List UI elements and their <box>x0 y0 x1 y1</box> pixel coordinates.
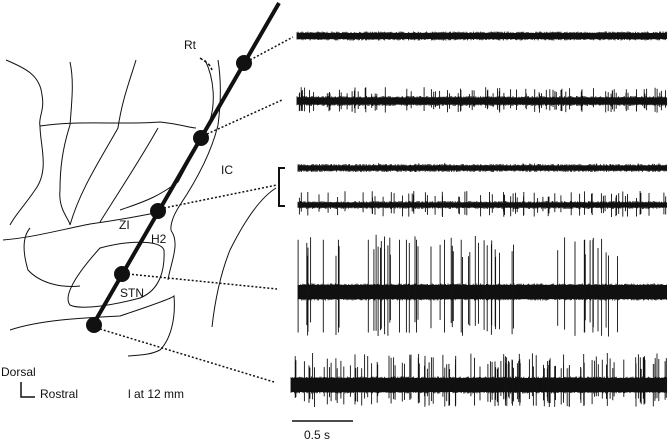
anatomy-outlines <box>2 59 277 357</box>
scale-bar-label: 0.5 s <box>304 428 330 442</box>
trace-site-4 <box>297 234 667 337</box>
recording-traces <box>290 31 668 407</box>
label-zi: ZI <box>119 218 130 232</box>
trace-site-3a <box>297 163 667 172</box>
rt-boundary <box>199 57 213 71</box>
label-h2: H2 <box>151 232 167 246</box>
orientation-axes-icon <box>20 382 35 398</box>
recording-site-3 <box>150 203 166 219</box>
recording-site-4 <box>114 266 130 282</box>
recording-site-1 <box>236 55 252 71</box>
recording-sites <box>86 55 252 333</box>
label-rostral: Rostral <box>40 387 78 401</box>
trace-site-1 <box>296 31 668 41</box>
connector-lines <box>99 36 294 383</box>
label-ic: IC <box>221 163 233 177</box>
zi-bracket <box>278 167 285 207</box>
trace-site-2 <box>296 87 668 113</box>
recording-site-5 <box>86 317 102 333</box>
label-stn: STN <box>120 286 144 300</box>
trace-site-5 <box>290 353 668 407</box>
label-dorsal: Dorsal <box>1 365 36 379</box>
recording-site-2 <box>193 130 209 146</box>
label-rt: Rt <box>184 38 197 52</box>
trace-site-3b <box>297 191 667 217</box>
section-label: l at 12 mm <box>128 387 184 401</box>
